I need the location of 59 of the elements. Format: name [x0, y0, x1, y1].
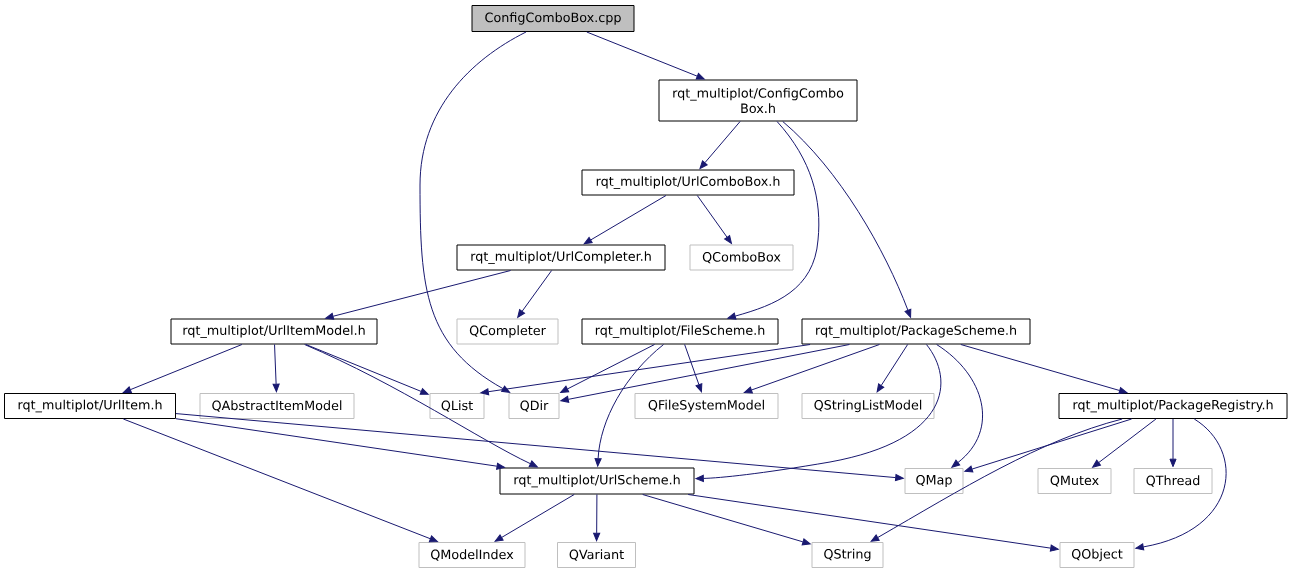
include-arrow: [870, 418, 1123, 542]
include-arrow: [583, 195, 667, 245]
external-header-box: QList: [429, 393, 485, 419]
include-arrow: [325, 270, 512, 320]
include-arrow: [1092, 418, 1157, 468]
include-arrow: [743, 344, 880, 394]
include-arrow: [517, 270, 553, 318]
external-header-box: QObject: [1059, 542, 1135, 568]
include-arrow: [684, 344, 703, 393]
external-header-box: QThread: [1133, 468, 1213, 494]
include-arrow: [1169, 418, 1177, 468]
header-box: rqt_multiplot/ConfigCombo Box.h: [658, 79, 858, 122]
source-file-box: ConfigComboBox.cpp: [471, 5, 635, 32]
include-arrow: [876, 344, 909, 393]
external-header-box: QComboBox: [689, 244, 794, 271]
include-arrow: [727, 121, 820, 320]
external-header-box: QModelIndex: [418, 542, 526, 568]
external-header-box: QVariant: [557, 542, 636, 568]
header-box: rqt_multiplot/UrlItem.h: [4, 393, 176, 419]
include-arrow: [480, 344, 811, 396]
external-header-box: QMutex: [1037, 468, 1112, 494]
header-box: rqt_multiplot/FileScheme.h: [581, 318, 779, 345]
include-arrow: [175, 418, 505, 470]
header-box: rqt_multiplot/UrlCompleter.h: [456, 244, 666, 271]
header-box: rqt_multiplot/UrlItemModel.h: [170, 318, 378, 345]
include-arrow: [960, 344, 1128, 394]
include-arrow: [304, 344, 538, 468]
header-box: rqt_multiplot/PackageScheme.h: [801, 318, 1031, 345]
header-box: rqt_multiplot/PackageRegistry.h: [1058, 393, 1288, 419]
include-arrow: [560, 344, 656, 393]
include-arrow: [964, 418, 1133, 473]
include-arrow: [593, 494, 601, 542]
include-arrow: [936, 344, 984, 468]
external-header-box: QDir: [508, 393, 560, 419]
external-header-box: QMap: [904, 468, 964, 494]
include-arrow: [695, 344, 942, 482]
include-arrow: [696, 195, 732, 244]
include-arrow: [122, 344, 243, 394]
external-header-box: QAbstractItemModel: [199, 393, 355, 419]
include-arrow: [687, 494, 1059, 552]
include-arrow: [560, 344, 850, 403]
external-header-box: QString: [811, 542, 884, 568]
header-box: rqt_multiplot/UrlScheme.h: [499, 467, 695, 495]
include-arrow: [419, 31, 527, 393]
include-arrow: [272, 344, 280, 393]
external-header-box: QStringListModel: [801, 393, 935, 419]
include-arrow: [305, 344, 429, 395]
include-arrow: [122, 418, 438, 543]
include-arrow: [586, 31, 705, 80]
include-arrow: [1135, 418, 1227, 551]
include-arrow: [782, 121, 912, 318]
include-arrow: [642, 494, 811, 546]
include-arrow: [594, 344, 665, 467]
external-header-box: QCompleter: [456, 318, 559, 345]
include-arrow: [494, 494, 575, 542]
header-box: rqt_multiplot/UrlComboBox.h: [581, 169, 795, 196]
include-arrow: [175, 413, 904, 482]
external-header-box: QFileSystemModel: [634, 393, 779, 419]
include-arrow: [699, 121, 741, 169]
